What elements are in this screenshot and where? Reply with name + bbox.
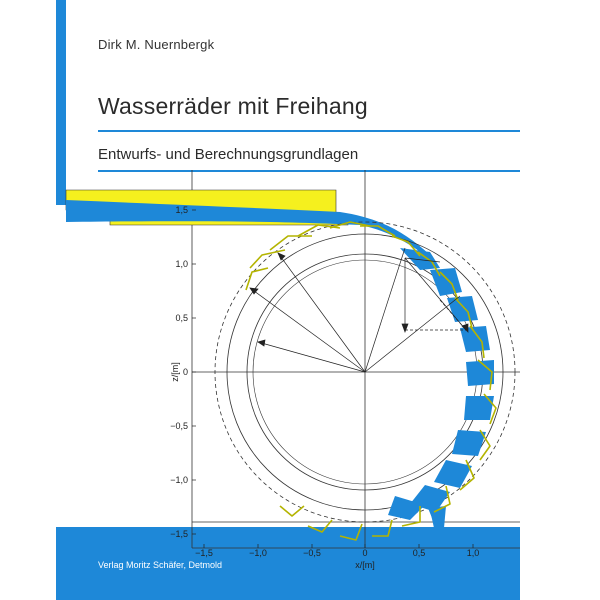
force-vectors: [249, 247, 469, 373]
wheel-buckets: [245, 221, 497, 541]
x-axis-title: x/[m]: [355, 560, 375, 570]
bottom-accent-band: [56, 527, 520, 600]
x-tick-label: −0,5: [303, 548, 321, 558]
z-tick-label: −1,5: [170, 529, 188, 539]
bucket-water: [388, 248, 494, 528]
outer-dashed-circle: [214, 221, 516, 523]
left-accent-bar: [56, 0, 66, 205]
water-jet: [66, 200, 440, 268]
z-tick-label: 0,5: [175, 313, 188, 323]
x-axis-ticks: [203, 544, 474, 548]
author-name: Dirk M. Nuernbergk: [98, 37, 215, 52]
z-tick-label: 0: [183, 367, 188, 377]
title-rule: [98, 130, 520, 132]
wheel-outer-rim: [226, 233, 504, 511]
publisher-imprint: Verlag Moritz Schäfer, Detmold: [98, 560, 223, 570]
x-tick-labels: −1,5 −1,0 −0,5 0 0,5 1,0: [195, 548, 479, 558]
z-tick-label: 1,0: [175, 259, 188, 269]
subtitle-rule: [98, 170, 520, 172]
x-tick-label: 0,5: [413, 548, 426, 558]
z-tick-label: −0,5: [170, 421, 188, 431]
x-tick-label: −1,5: [195, 548, 213, 558]
z-axis-ticks: [192, 209, 196, 535]
x-tick-label: 1,0: [467, 548, 480, 558]
z-tick-label: −1,0: [170, 475, 188, 485]
tailrace-water: [428, 506, 446, 528]
x-tick-label: 0: [362, 548, 367, 558]
book-title: Wasserräder mit Freihang: [98, 93, 368, 119]
book-subtitle: Entwurfs- und Berechnungsgrundlagen: [98, 146, 359, 163]
z-tick-labels: 1,5 1,0 0,5 0 −0,5 −1,0 −1,5: [170, 205, 188, 539]
plot-frame: [191, 170, 520, 549]
x-tick-label: −1,0: [249, 548, 267, 558]
z-axis-title: z/[m]: [170, 362, 180, 382]
z-tick-label: 1,5: [175, 205, 188, 215]
